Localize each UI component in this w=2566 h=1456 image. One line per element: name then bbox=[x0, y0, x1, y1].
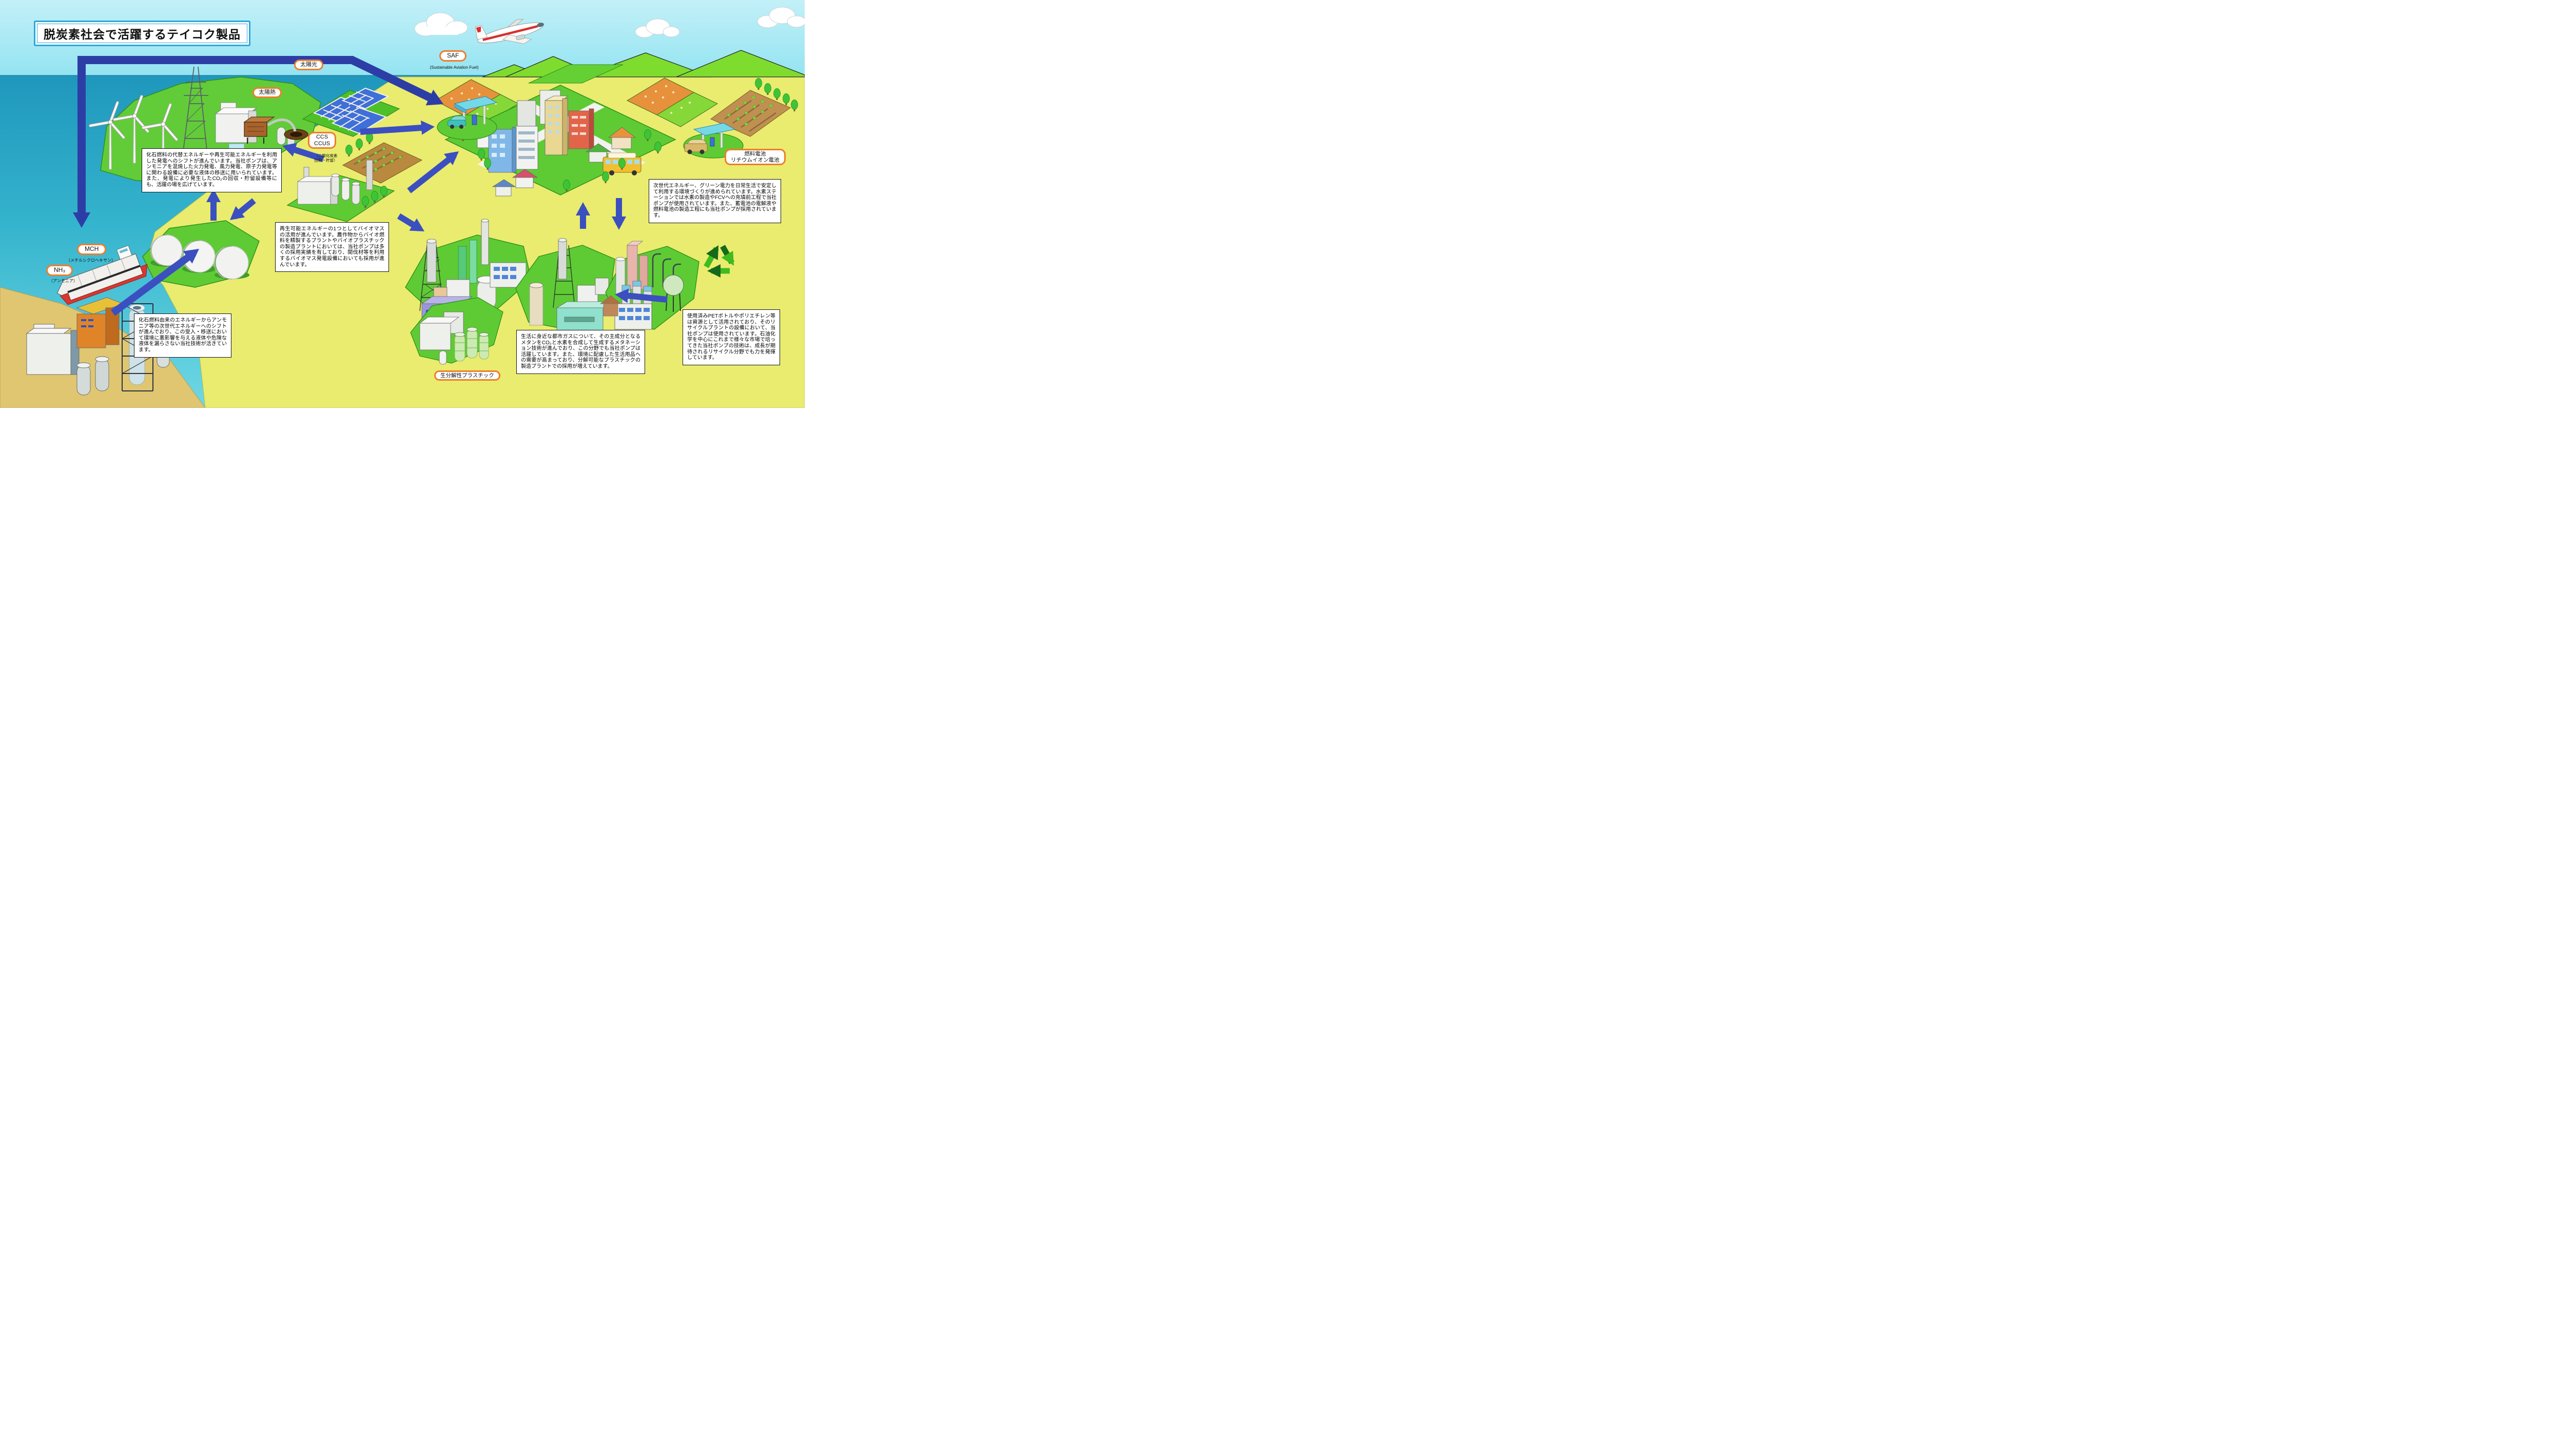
note-power-generation: 化石燃料の代替エネルギーや再生可能エネルギーを利用した発電へのシフトが進んでいま… bbox=[142, 148, 282, 192]
van bbox=[684, 139, 708, 154]
label-mch: MCH bbox=[77, 244, 107, 255]
vegetable-garden bbox=[710, 78, 798, 137]
label-ccus: CCUS bbox=[314, 140, 331, 147]
note-biomass: 再生可能エネルギーの1つとしてバイオマスの活用が進んでいます。農作物からバイオ燃… bbox=[275, 222, 389, 272]
label-ccs-sub: （二酸化炭素 回収・貯留） bbox=[314, 153, 338, 163]
crop-field bbox=[342, 132, 423, 184]
arrow-industry-to-city bbox=[407, 151, 459, 193]
transmission-tower-icon bbox=[182, 66, 208, 155]
label-solar-thermal: 太陽熱 bbox=[252, 87, 282, 98]
flow-arrows bbox=[73, 56, 668, 316]
arrow-ship-to-tanks bbox=[110, 249, 199, 316]
recycling-icon bbox=[704, 245, 734, 278]
fuel-dispenser-icon bbox=[472, 114, 477, 125]
tanker-ship bbox=[56, 245, 148, 305]
cloud bbox=[414, 12, 468, 36]
corn-field-right bbox=[626, 77, 718, 127]
label-nh3-sub: （アンモニア） bbox=[49, 279, 77, 283]
label-mch-sub: （メチルシクロヘキサン） bbox=[66, 258, 115, 263]
solar-thermal-collector bbox=[243, 116, 308, 144]
arrow-recycle-to-factory bbox=[615, 288, 668, 303]
biomass-plant bbox=[405, 219, 532, 326]
arrow-battery-down bbox=[612, 198, 626, 230]
page-title: 脱炭素社会で活躍するテイコク製品 bbox=[34, 21, 250, 46]
label-ccs: CCS bbox=[316, 134, 328, 140]
airplane-icon bbox=[475, 18, 544, 44]
bioplastics-factory bbox=[410, 297, 503, 365]
label-biodegradable: 生分解性プラスチック bbox=[434, 370, 500, 381]
page-title-text: 脱炭素社会で活躍するテイコク製品 bbox=[44, 28, 241, 41]
solar-pv-array bbox=[302, 87, 400, 137]
recycle-plant bbox=[599, 241, 699, 330]
ccs-plant bbox=[286, 160, 395, 222]
label-saf-sub: (Sustainable Aviation Fuel) bbox=[430, 65, 479, 70]
rice-field bbox=[528, 64, 624, 84]
scenery bbox=[0, 7, 805, 408]
city-block bbox=[444, 85, 676, 196]
fuel-dispenser-icon bbox=[710, 137, 715, 147]
sphere-tank bbox=[663, 274, 684, 296]
arrow-ccs-to-powerplant bbox=[282, 143, 324, 162]
label-fuel-cell: 燃料電池 リチウムイオン電池 bbox=[725, 149, 786, 166]
label-nh3: NH₃ bbox=[46, 265, 73, 276]
label-saf: SAF bbox=[439, 50, 467, 62]
arrow-fields-to-city bbox=[360, 120, 435, 135]
hydrogen-station-right bbox=[683, 123, 744, 159]
arrow-ship-loop-to-city bbox=[73, 56, 443, 228]
note-methanation: 生活に身近な都市ガスについて、その主成分となるメタンをCO₂と水素を合成して生成… bbox=[516, 330, 645, 374]
arrow-tanks-up bbox=[206, 189, 221, 221]
methanation-plant bbox=[515, 238, 615, 333]
note-ammonia-shift: 化石燃料由来のエネルギーからアンモニア等の次世代エネルギーへのシフトが進んでおり… bbox=[134, 313, 231, 358]
infographic-canvas: 脱炭素社会で活躍するテイコク製品 太陽光 太陽熱 SAF (Sustainabl… bbox=[0, 0, 805, 408]
cloud bbox=[757, 7, 805, 28]
arrow-down-to-tanks bbox=[230, 198, 256, 220]
cloud bbox=[635, 18, 680, 38]
note-hydrogen-daily: 次世代エネルギー、グリーン電力を日常生活で安定して利用する環境づくりが進められて… bbox=[649, 179, 781, 223]
arrow-methanation-up bbox=[576, 202, 590, 229]
note-recycle: 使用済みPETボトルやポリエチレン等は資源として活用されており、そのリサイクルプ… bbox=[683, 309, 780, 365]
hydrogen-station bbox=[437, 96, 498, 140]
label-ccs-ccus: CCS CCUS bbox=[308, 132, 337, 149]
fcv-car bbox=[447, 115, 466, 129]
arrow-note-to-industry bbox=[397, 213, 424, 232]
green-silos bbox=[454, 327, 489, 362]
label-solar-pv: 太陽光 bbox=[294, 60, 323, 70]
